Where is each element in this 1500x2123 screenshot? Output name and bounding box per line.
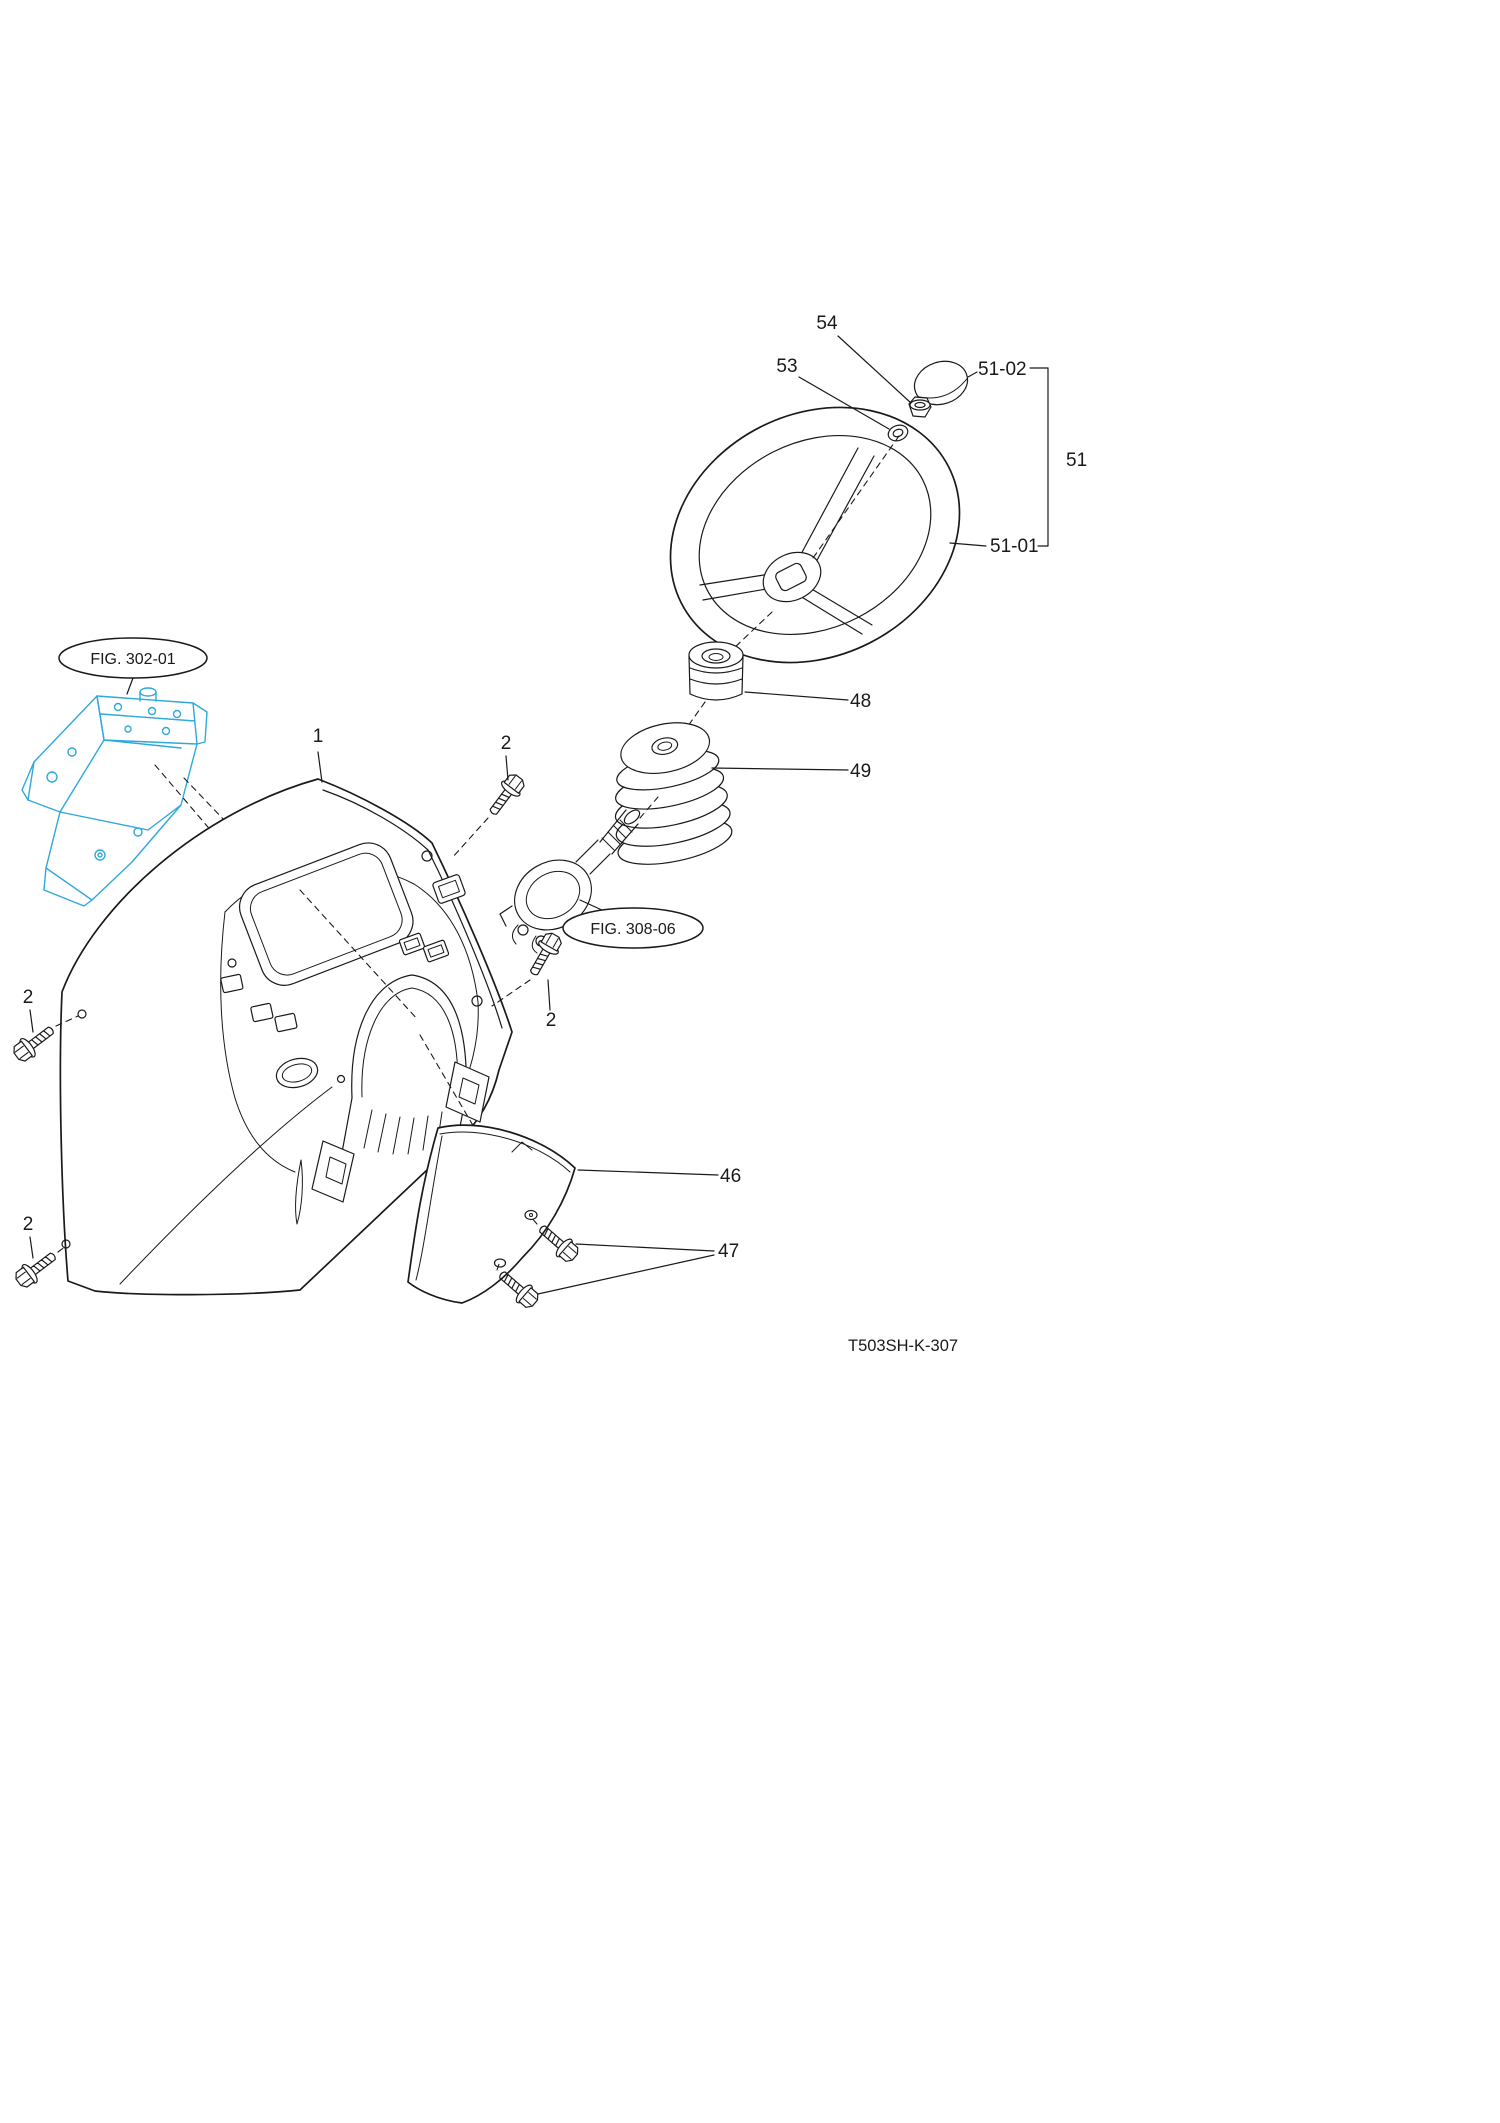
bolt-2-top-dashed-line bbox=[451, 817, 489, 859]
part-label-2-left-lower: 2 bbox=[23, 1214, 34, 1235]
bolt-2-left-lower bbox=[11, 1245, 62, 1292]
part-label-1: 1 bbox=[313, 726, 324, 747]
part-label-54: 54 bbox=[816, 313, 838, 334]
shaft-axis-dashed-line bbox=[639, 796, 659, 819]
steering-washer-drawing bbox=[887, 424, 909, 442]
coupling-axis-dashed-line bbox=[687, 701, 706, 727]
part-labels: 54 53 51-02 51 51-01 48 49 1 2 2 2 2 46 … bbox=[23, 313, 1087, 1262]
part-label-51-01: 51-01 bbox=[990, 536, 1039, 557]
part-label-2-top: 2 bbox=[501, 733, 512, 754]
part-label-53: 53 bbox=[776, 356, 797, 377]
assembly-axis-dashed-line-lower bbox=[419, 1034, 506, 1181]
part-label-2-right: 2 bbox=[546, 1010, 557, 1031]
callout-fig-308-06: FIG. 308-06 bbox=[562, 899, 704, 949]
bolt-2-right-dashed-line bbox=[491, 979, 531, 1007]
reference-bracket-drawing bbox=[21, 687, 247, 907]
bolt-2-left-upper-dashed-line bbox=[55, 1015, 79, 1027]
part-label-46: 46 bbox=[720, 1166, 741, 1187]
part-label-51-02: 51-02 bbox=[978, 359, 1027, 380]
steering-nut-drawing bbox=[908, 396, 932, 418]
figure-code: T503SH-K-307 bbox=[848, 1337, 958, 1355]
bolt-2-top bbox=[482, 770, 529, 821]
callout-fig-302-01: FIG. 302-01 bbox=[58, 637, 208, 695]
main-cowl-drawing bbox=[59, 778, 513, 1296]
bolt-47-lower-dashed-line bbox=[496, 1263, 500, 1271]
part-label-49: 49 bbox=[850, 761, 871, 782]
coupling-48-drawing bbox=[688, 641, 744, 701]
part-label-47: 47 bbox=[718, 1241, 739, 1262]
steering-wheel-drawing bbox=[669, 406, 961, 664]
callout-fig-308-06-label: FIG. 308-06 bbox=[590, 921, 675, 938]
bolt-47-upper-dashed-line bbox=[530, 1216, 538, 1225]
bellows-49-drawing bbox=[614, 722, 733, 865]
part-label-2-left-upper: 2 bbox=[23, 987, 34, 1008]
bolt-2-left-upper bbox=[9, 1019, 60, 1066]
leader-lines bbox=[29, 335, 1049, 1295]
bolt-2-left-lower-dashed-line bbox=[57, 1245, 67, 1253]
bolt-2-right bbox=[522, 929, 566, 981]
nut-axis-dashed-line bbox=[812, 435, 900, 559]
hub-axis-dashed-line bbox=[731, 611, 773, 651]
steering-wheel-cap-drawing bbox=[913, 360, 969, 406]
assembly-axis-dashed-line-upper bbox=[299, 889, 419, 1021]
part-label-48: 48 bbox=[850, 691, 871, 712]
part-label-51: 51 bbox=[1066, 450, 1087, 471]
callout-fig-302-01-label: FIG. 302-01 bbox=[90, 651, 175, 668]
lower-cover-drawing bbox=[407, 1124, 576, 1304]
steering-unit-drawing bbox=[499, 809, 641, 954]
